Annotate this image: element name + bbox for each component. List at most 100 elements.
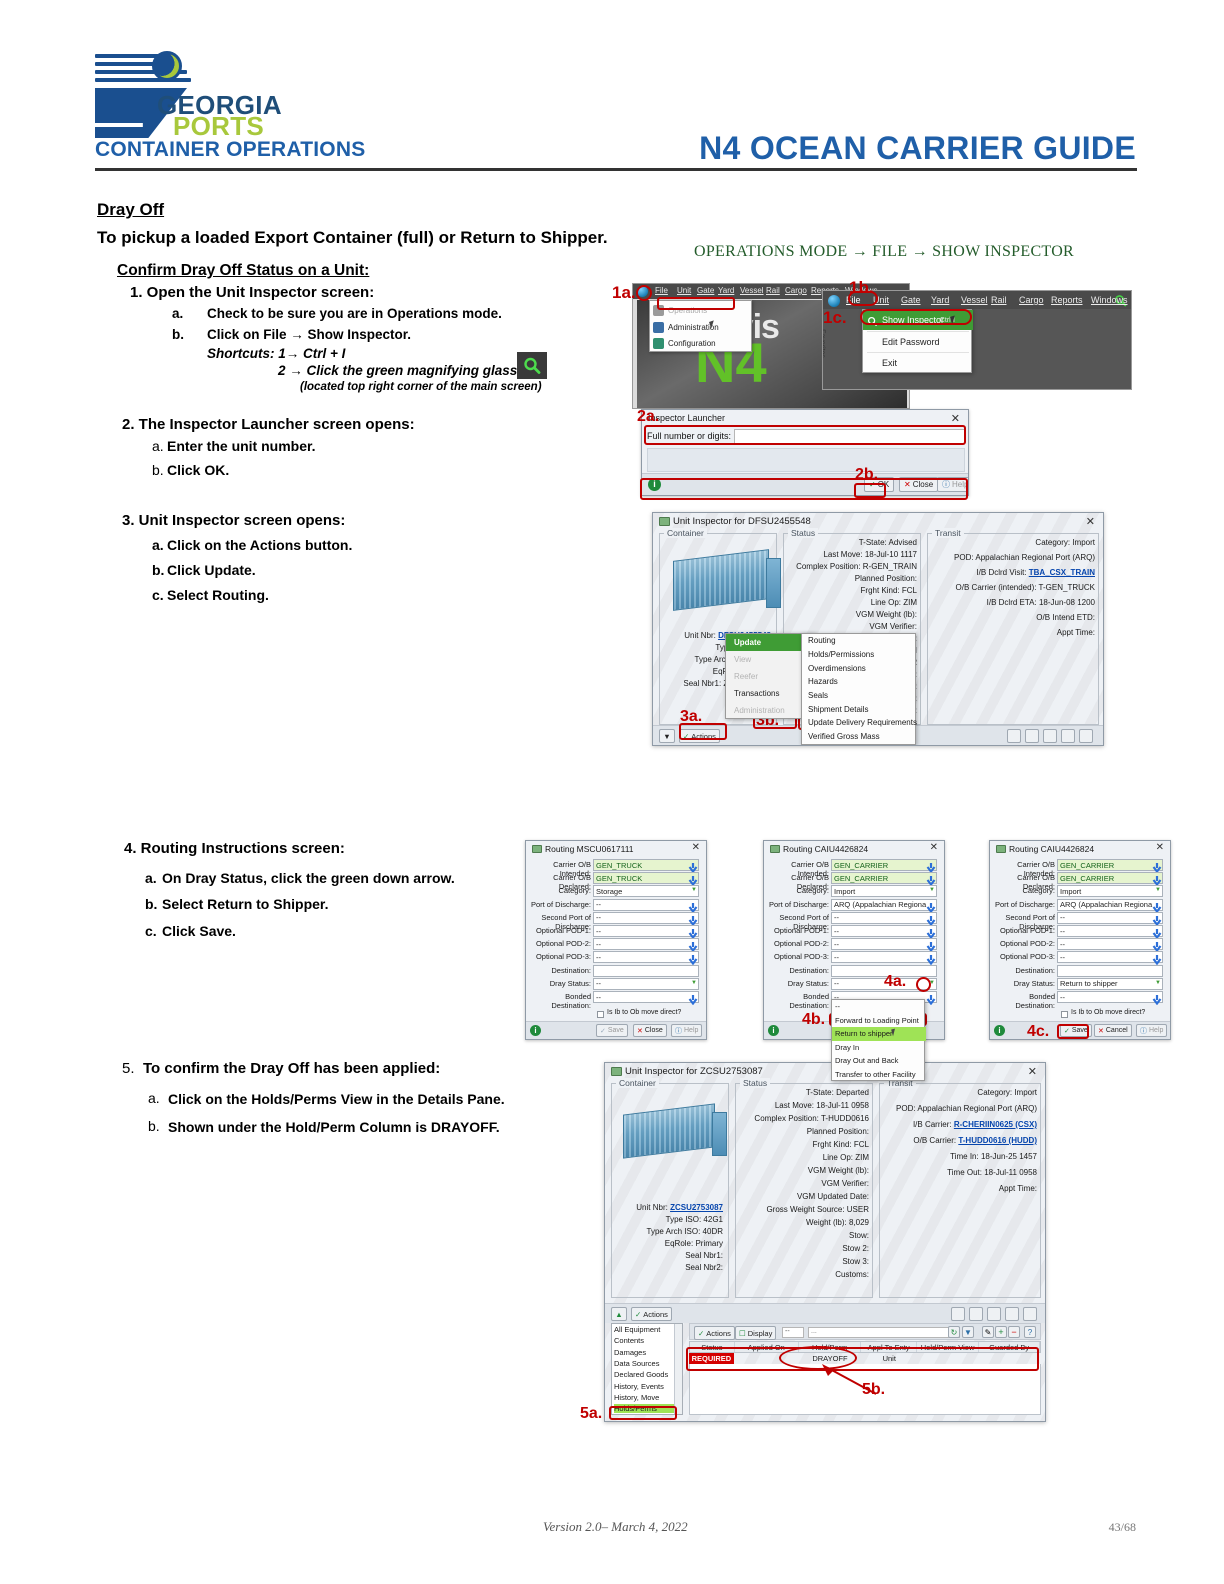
routing-field-destination-[interactable] <box>831 964 937 977</box>
routing-field-optional-pod-1-[interactable]: -- <box>1057 925 1163 937</box>
dropdown-caret-icon[interactable]: ▼ <box>691 887 697 894</box>
menu-item-show-inspector[interactable]: Show Inspector Ctrl-I <box>863 310 973 330</box>
menubar-item-vessel[interactable]: Vessel <box>740 286 764 295</box>
close-icon[interactable]: ✕ <box>950 413 960 425</box>
details-view-all-equipment[interactable]: All Equipment <box>614 1325 661 1334</box>
menubar-item-unit[interactable]: Unit <box>677 286 692 295</box>
update-menu-item-shipment-details[interactable]: Shipment Details <box>808 704 869 714</box>
details-pane-scrollbar[interactable] <box>674 1324 682 1414</box>
refresh-icon[interactable]: ↻ <box>948 1326 960 1338</box>
dropdown-arrow-icon[interactable] <box>926 900 937 913</box>
update-menu-item-routing[interactable]: Routing <box>808 636 836 646</box>
cancel-button[interactable]: ✕Cancel <box>1094 1024 1132 1037</box>
routing-field-optional-pod-3-[interactable]: -- <box>831 951 937 964</box>
routing-field-destination-[interactable] <box>1057 964 1163 977</box>
routing-field-carrier-o-b-declared-[interactable]: GEN_CARRIER <box>831 872 937 885</box>
add-icon[interactable]: + <box>995 1326 1007 1338</box>
export-icon[interactable] <box>1007 729 1021 743</box>
dropdown-arrow-icon[interactable] <box>1152 926 1163 940</box>
column-header-hold-perm-view[interactable]: Hold/Perm View <box>917 1342 980 1352</box>
dropdown-arrow-icon[interactable] <box>926 913 937 927</box>
field-value[interactable]: ZCSU2753087 <box>670 1203 723 1212</box>
column-header-applied-on[interactable]: Applied On <box>735 1342 799 1352</box>
remove-icon[interactable]: − <box>1008 1326 1020 1338</box>
mode-option-configuration[interactable]: Configuration <box>653 335 716 351</box>
unit-number-input[interactable] <box>734 428 965 444</box>
dropdown-caret-icon[interactable]: ▼ <box>1155 887 1161 894</box>
menubar2-item-vessel[interactable]: Vessel <box>961 295 988 305</box>
dray-status-option-return-to-shipper[interactable]: Return to shipper <box>832 1027 926 1041</box>
expand-button[interactable]: ▲ <box>611 1307 627 1321</box>
routing-field-optional-pod-3-[interactable]: -- <box>593 951 699 964</box>
dropdown-arrow-icon[interactable] <box>1152 913 1163 927</box>
note-icon[interactable] <box>1025 729 1039 743</box>
grid-display-button[interactable]: ☐ Display <box>735 1326 777 1340</box>
info-icon[interactable]: i <box>530 1025 541 1036</box>
dropdown-caret-icon[interactable]: ▼ <box>929 887 935 894</box>
menubar2-item-file[interactable]: File <box>846 295 861 305</box>
grid-actions-button[interactable]: ✓ Actions <box>694 1326 735 1340</box>
dropdown-arrow-icon[interactable] <box>926 860 937 874</box>
collapse-button[interactable]: ▼ <box>659 729 675 743</box>
update-menu-item-seals[interactable]: Seals <box>808 691 829 701</box>
routing-field-port-of-discharge-[interactable]: ARQ (Appalachian Regiona <box>831 898 937 911</box>
menubar-item-cargo[interactable]: Cargo <box>785 286 807 295</box>
dropdown-arrow-icon[interactable] <box>1152 952 1163 966</box>
menu-item-exit[interactable]: Exit <box>863 352 973 373</box>
help-icon[interactable]: ? <box>1024 1326 1036 1338</box>
routing-field-carrier-o-b-declared-[interactable]: GEN_TRUCK <box>593 872 699 885</box>
dropdown-arrow-icon[interactable] <box>926 926 937 940</box>
details-view-declared-goods[interactable]: Declared Goods <box>614 1370 669 1380</box>
close-button[interactable]: ✕Close <box>633 1024 667 1037</box>
field-value[interactable]: R-CHERIIN0625 (CSX) <box>953 1120 1037 1129</box>
dray-status-option-transfer-to-other-facility[interactable]: Transfer to other Facility <box>835 1069 916 1079</box>
routing-field-destination-[interactable] <box>593 964 699 977</box>
save-button[interactable]: ✓Save <box>596 1024 628 1037</box>
note-icon[interactable] <box>969 1307 983 1321</box>
routing-field-dray-status-[interactable]: -- <box>831 977 937 990</box>
dropdown-arrow-icon[interactable] <box>1152 873 1163 887</box>
help-icon[interactable] <box>1079 729 1093 743</box>
actions-button[interactable]: ✓ Actions <box>679 729 720 743</box>
routing-field-bonded-destination-[interactable]: -- <box>1057 991 1163 1003</box>
routing-field-second-port-of-discharge-[interactable]: -- <box>831 911 937 924</box>
save-button[interactable]: ✓Save <box>1060 1024 1092 1037</box>
close-icon[interactable]: ✕ <box>1027 1066 1037 1078</box>
edit-icon[interactable]: ✎ <box>982 1326 994 1338</box>
routing-field-optional-pod-3-[interactable]: -- <box>1057 951 1163 964</box>
details-view-data-sources[interactable]: Data Sources <box>614 1358 660 1368</box>
menubar2-item-gate[interactable]: Gate <box>901 295 921 305</box>
routing-field-optional-pod-2-[interactable]: -- <box>593 938 699 951</box>
dray-status-option-forward-to-loading-point[interactable]: Forward to Loading Point <box>835 1015 919 1025</box>
field-value[interactable]: TBA_CSX_TRAIN <box>1028 568 1095 577</box>
routing-field-carrier-o-b-declared-[interactable]: GEN_CARRIER <box>1057 872 1163 885</box>
routing-field-optional-pod-2-[interactable]: -- <box>831 938 937 951</box>
routing-field-category-[interactable]: Storage <box>593 885 699 898</box>
routing-field-port-of-discharge-[interactable]: -- <box>593 898 699 911</box>
update-menu-item-overdimensions[interactable]: Overdimensions <box>808 663 866 673</box>
refresh-icon[interactable] <box>987 1307 1001 1321</box>
dropdown-arrow-icon[interactable] <box>1152 860 1163 874</box>
routing-field-port-of-discharge-[interactable]: ARQ (Appalachian Regiona <box>1057 898 1163 911</box>
help-button[interactable]: ⓘ Help <box>937 477 968 492</box>
details-view-contents[interactable]: Contents <box>614 1336 645 1346</box>
info-icon[interactable]: i <box>994 1025 1005 1036</box>
n4-globe-icon[interactable] <box>637 286 648 297</box>
update-menu-item-hazards[interactable]: Hazards <box>808 677 838 687</box>
close-icon[interactable]: ✕ <box>929 842 938 853</box>
close-icon[interactable]: ✕ <box>1085 516 1095 528</box>
export-icon[interactable] <box>951 1307 965 1321</box>
close-button[interactable]: ✕ Close <box>899 477 939 492</box>
mode-option-operations[interactable]: Operations <box>653 302 707 318</box>
routing-field-optional-pod-2-[interactable]: -- <box>1057 938 1163 951</box>
mode-dropdown-menu[interactable]: Operations Administration Configuration <box>649 300 752 352</box>
dropdown-caret-icon[interactable]: ▼ <box>691 979 697 986</box>
dropdown-arrow-icon[interactable] <box>688 900 699 913</box>
actions-menu-item-view[interactable]: View <box>726 651 816 668</box>
direct-move-checkbox[interactable] <box>1061 1011 1068 1018</box>
routing-field-carrier-o-b-intended-[interactable]: GEN_CARRIER <box>831 859 937 871</box>
details-view-history--move[interactable]: History, Move <box>614 1392 660 1402</box>
dray-status-option---[interactable]: -- <box>835 1002 840 1012</box>
